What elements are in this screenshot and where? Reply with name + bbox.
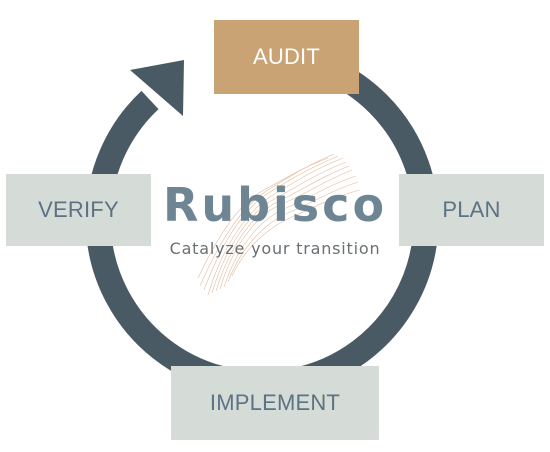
step-implement: IMPLEMENT <box>171 366 379 440</box>
logo-tagline: Catalyze your transition <box>169 239 381 258</box>
step-implement-label: IMPLEMENT <box>209 390 341 415</box>
step-audit-label: AUDIT <box>253 44 320 69</box>
step-verify: VERIFY <box>6 174 151 246</box>
rubisco-logo: Rubisco Catalyze your transition <box>160 150 390 300</box>
step-plan-label: PLAN <box>442 197 501 222</box>
step-plan: PLAN <box>399 174 544 246</box>
step-audit: AUDIT <box>214 20 359 94</box>
cycle-arrowhead-icon <box>130 60 184 116</box>
logo-wordmark: Rubisco <box>162 178 388 232</box>
step-verify-label: VERIFY <box>38 197 119 222</box>
wave-mesh-icon <box>197 153 361 296</box>
